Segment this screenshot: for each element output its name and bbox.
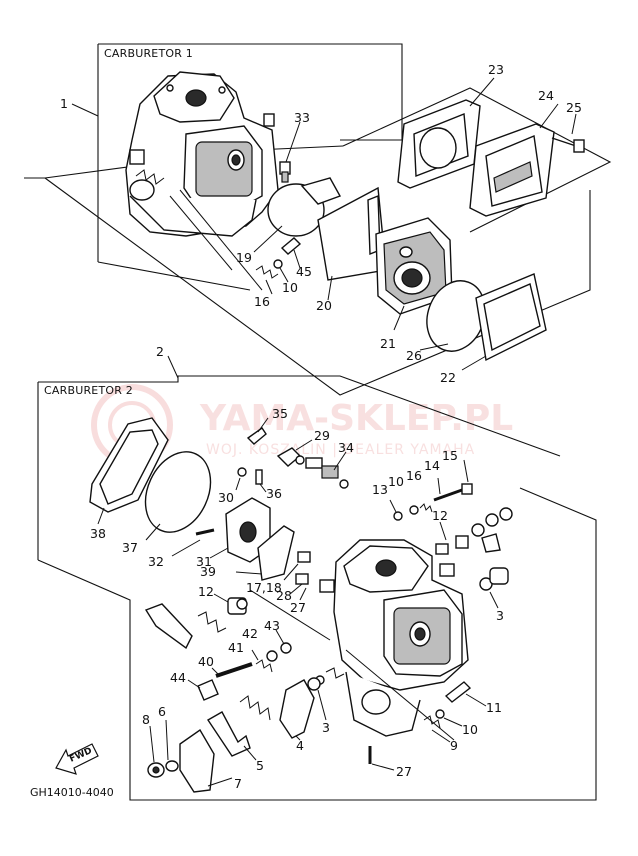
callout-labels: 1 2 33 23 24 25 19 45 10 16 20 21 26 22 … <box>60 62 582 791</box>
part-4-plunger <box>279 679 315 741</box>
carburetor-2-title: CARBURETOR 2 <box>44 384 133 397</box>
part-12-left <box>213 593 248 615</box>
callout-45: 45 <box>296 264 312 279</box>
callout-21: 21 <box>380 336 396 351</box>
diagram-code: GH14010-4040 <box>30 786 114 799</box>
part-38-gasket <box>89 417 169 525</box>
callout-10-carb2-top: 10 <box>388 474 404 489</box>
callout-34: 34 <box>338 440 354 455</box>
carburetor-2-bottom-left-parts <box>147 695 271 793</box>
part-23-plate <box>397 77 495 189</box>
callout-36: 36 <box>266 486 282 501</box>
carburetor-2-frame: CARBURETOR 2 <box>37 375 597 801</box>
callout-3-right: 3 <box>496 608 504 623</box>
part-24-cover <box>469 103 559 217</box>
callout-7: 7 <box>234 776 242 791</box>
callout-16-carb1: 16 <box>254 294 270 309</box>
callout-41: 41 <box>228 640 244 655</box>
part-39-gasket <box>235 525 295 581</box>
carburetor-2-lower-left-parts <box>144 603 292 701</box>
callout-8: 8 <box>142 712 150 727</box>
callout-26: 26 <box>406 348 422 363</box>
fwd-arrow-icon: FWD <box>55 743 99 775</box>
callout-15: 15 <box>442 448 458 463</box>
callout-23: 23 <box>488 62 504 77</box>
part-22-gasket <box>461 273 547 371</box>
callout-39: 39 <box>200 564 216 579</box>
carburetor-1-small-parts <box>255 237 302 295</box>
part-25-screw <box>551 113 585 153</box>
callout-10-carb2-bottom: 10 <box>462 722 478 737</box>
callout-29: 29 <box>314 428 330 443</box>
carburetor-2-top-small-parts <box>235 417 269 493</box>
callout-25: 25 <box>566 100 582 115</box>
callout-44: 44 <box>170 670 186 685</box>
carburetor-2-right-top-cluster <box>389 459 473 521</box>
part-19-diaphragm <box>253 177 342 253</box>
carburetor-2-bottom-right-parts <box>368 681 487 771</box>
callout-20: 20 <box>316 298 332 313</box>
callout-32: 32 <box>148 554 164 569</box>
callout-43: 43 <box>264 618 280 633</box>
callout-22: 22 <box>440 370 456 385</box>
callout-12-right: 12 <box>432 508 448 523</box>
callout-19: 19 <box>236 250 252 265</box>
carburetor-2-body <box>319 539 469 741</box>
callout-17-18: 17,18 <box>246 580 282 595</box>
part-33-screw <box>279 121 301 183</box>
carburetor-2-right-mid-cluster <box>435 507 513 555</box>
callout-30: 30 <box>218 490 234 505</box>
callout-24: 24 <box>538 88 554 103</box>
callout-40: 40 <box>198 654 214 669</box>
callout-6: 6 <box>158 704 166 719</box>
carburetor-1-title: CARBURETOR 1 <box>104 47 193 60</box>
callout-27-carb2-top: 27 <box>290 600 306 615</box>
callout-1: 1 <box>60 96 68 111</box>
callout-3-lower: 3 <box>322 720 330 735</box>
part-37-diaphragm <box>144 451 212 541</box>
callout-42: 42 <box>242 626 258 641</box>
watermark-main: YAMA-SKLEP.PL <box>199 398 513 439</box>
callout-27-carb2-bottom: 27 <box>396 764 412 779</box>
carburetor-1-body <box>125 71 279 291</box>
callout-16-carb2: 16 <box>406 468 422 483</box>
callout-5: 5 <box>256 758 264 773</box>
part-3-right <box>479 567 509 609</box>
callout-28: 28 <box>276 588 292 603</box>
callout-13: 13 <box>372 482 388 497</box>
part-32-screw <box>171 528 215 557</box>
part-29-34 <box>276 439 349 489</box>
callout-4: 4 <box>296 738 304 753</box>
parts-17-18-27-28 <box>249 551 331 641</box>
callout-31: 31 <box>196 554 212 569</box>
callout-14: 14 <box>424 458 440 473</box>
watermark: YAMA-SKLEP.PL WOJ. KOSZALIN | DEALER YAM… <box>91 384 513 466</box>
callout-12-left: 12 <box>198 584 214 599</box>
callout-10-carb1: 10 <box>282 280 298 295</box>
callout-33: 33 <box>294 110 310 125</box>
part-3-lower <box>307 677 327 721</box>
callout-38: 38 <box>90 526 106 541</box>
watermark-sub: WOJ. KOSZALIN | DEALER YAMAHA <box>206 442 475 458</box>
assembly-leaders <box>24 103 179 379</box>
callout-9: 9 <box>450 738 458 753</box>
callout-37: 37 <box>122 540 138 555</box>
callout-11: 11 <box>486 700 502 715</box>
callout-35: 35 <box>272 406 288 421</box>
callout-2: 2 <box>156 344 164 359</box>
